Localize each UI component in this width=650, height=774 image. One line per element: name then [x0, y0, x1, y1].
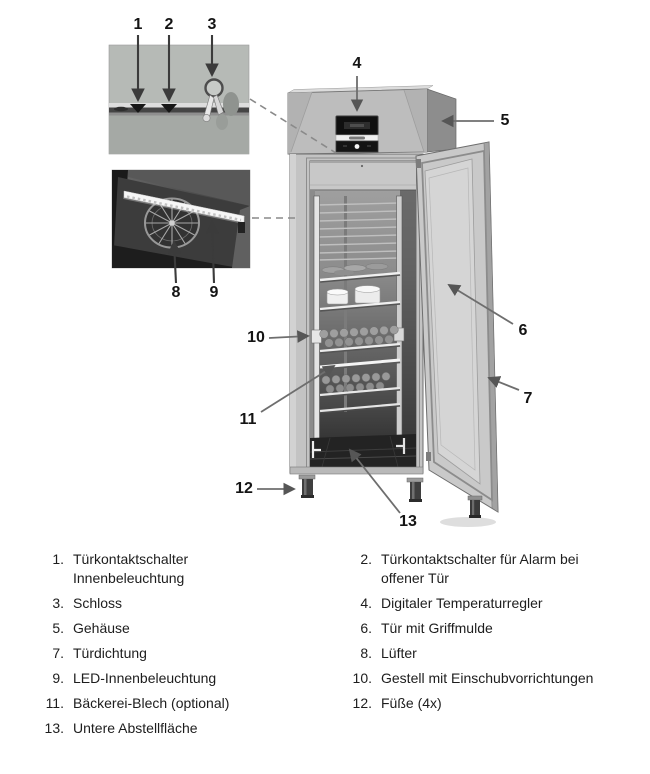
fridge-feet — [298, 474, 424, 502]
legend-item-6: 6. Tür mit Griffmulde — [348, 619, 650, 638]
legend-num: 7. — [52, 645, 64, 661]
callout-13-label: 13 — [399, 513, 417, 530]
door-hinge-top — [416, 159, 421, 168]
callout-2-label: 2 — [164, 16, 174, 33]
temperature-controller — [335, 115, 379, 153]
legend-text: Digitaler Temperaturregler — [381, 595, 543, 611]
door-contact-switch-2 — [161, 104, 177, 113]
callout-1-label: 1 — [133, 16, 143, 33]
connector-lock-detail — [249, 98, 337, 154]
legend-num: 8. — [360, 645, 372, 661]
legend-num: 10. — [352, 670, 372, 686]
legend-item-8: 8. Lüfter — [348, 644, 650, 663]
callout-9-label: 9 — [209, 284, 219, 301]
legend-num: 6. — [360, 620, 372, 636]
fan — [144, 197, 200, 249]
callout-3-label: 3 — [207, 16, 217, 33]
legend-text: Lüfter — [381, 645, 417, 661]
callout-7-label: 7 — [523, 390, 533, 407]
foot-front-left — [298, 474, 316, 498]
legend-num: 3. — [52, 595, 64, 611]
brand-mark — [349, 136, 365, 140]
legend-num: 4. — [360, 595, 372, 611]
legend-item-5: 5. Gehäuse — [40, 619, 348, 638]
callout-6-label: 6 — [518, 322, 528, 339]
callout-12-label: 12 — [235, 480, 253, 497]
callout-8-label: 8 — [171, 284, 181, 301]
legend-item-11: 11. Bäckerei-Blech (optional) — [40, 694, 348, 713]
door-inner-panel — [424, 158, 481, 485]
bottom-shelf — [309, 434, 417, 468]
callout-5-label: 5 — [500, 112, 510, 129]
slide-rails — [317, 202, 400, 261]
evaporator-cover — [310, 163, 416, 191]
legend-item-4: 4. Digitaler Temperaturregler — [348, 594, 650, 613]
callout-11-label: 11 — [239, 411, 257, 428]
fridge-housing — [287, 85, 457, 156]
door-contact-switch-1 — [130, 104, 146, 113]
controller-button — [354, 144, 360, 149]
door-gasket — [421, 149, 493, 502]
legend-num: 2. — [360, 551, 372, 567]
detail-photo-fan — [111, 169, 251, 269]
legend-text: Türdichtung — [73, 645, 147, 661]
legend-item-13: 13. Untere Abstellfläche — [40, 719, 348, 738]
legend-item-7: 7. Türdichtung — [40, 644, 348, 663]
legend-text: LED-Innenbeleuchtung — [73, 670, 217, 686]
legend-text: Tür mit Griffmulde — [381, 620, 493, 636]
legend-text: Füße (4x) — [381, 695, 442, 711]
callout-arrows — [131, 35, 520, 514]
legend: 1. Türkontaktschalter Innenbeleuchtung 2… — [0, 550, 650, 738]
legend-text: Schloss — [73, 595, 123, 611]
legend-item-3: 3. Schloss — [40, 594, 348, 613]
legend-item-10: 10. Gestell mit Einschubvorrichtungen — [348, 669, 650, 688]
door-hinge-bottom — [426, 452, 431, 461]
fridge-door — [415, 141, 499, 527]
legend-text: Bäckerei-Blech (optional) — [73, 695, 230, 711]
rack-post-left — [313, 195, 320, 463]
fridge-cabinet — [289, 153, 424, 474]
callout-10-label: 10 — [247, 329, 265, 346]
appliance-diagram — [108, 35, 520, 527]
legend-item-2: 2. Türkontaktschalter für Alarm bei offe… — [348, 550, 650, 588]
callout-4-label: 4 — [352, 55, 362, 72]
legend-num: 9. — [52, 670, 64, 686]
legend-text: Untere Abstellfläche — [73, 720, 198, 736]
legend-text: Türkontaktschalter für Alarm bei offener… — [381, 551, 579, 586]
legend-text: Gehäuse — [73, 620, 130, 636]
foot-front-right — [406, 477, 424, 502]
legend-item-12: 12. Füße (4x) — [348, 694, 650, 713]
legend-num: 13. — [44, 720, 64, 736]
legend-num: 11. — [45, 695, 64, 711]
legend-num: 1. — [52, 551, 64, 567]
legend-num: 5. — [52, 620, 64, 636]
legend-item-1: 1. Türkontaktschalter Innenbeleuchtung — [40, 550, 348, 588]
legend-item-9: 9. LED-Innenbeleuchtung — [40, 669, 348, 688]
lock-with-keys — [202, 78, 239, 130]
legend-num: 12. — [352, 695, 372, 711]
legend-text: Türkontaktschalter Innenbeleuchtung — [73, 551, 189, 586]
detail-photo-lock — [108, 44, 250, 155]
fridge-interior-rack — [289, 195, 424, 475]
legend-text: Gestell mit Einschubvorrichtungen — [381, 670, 594, 686]
bakery-trays — [319, 263, 401, 414]
dashed-connectors — [249, 98, 337, 219]
foot-door-side — [467, 495, 483, 518]
